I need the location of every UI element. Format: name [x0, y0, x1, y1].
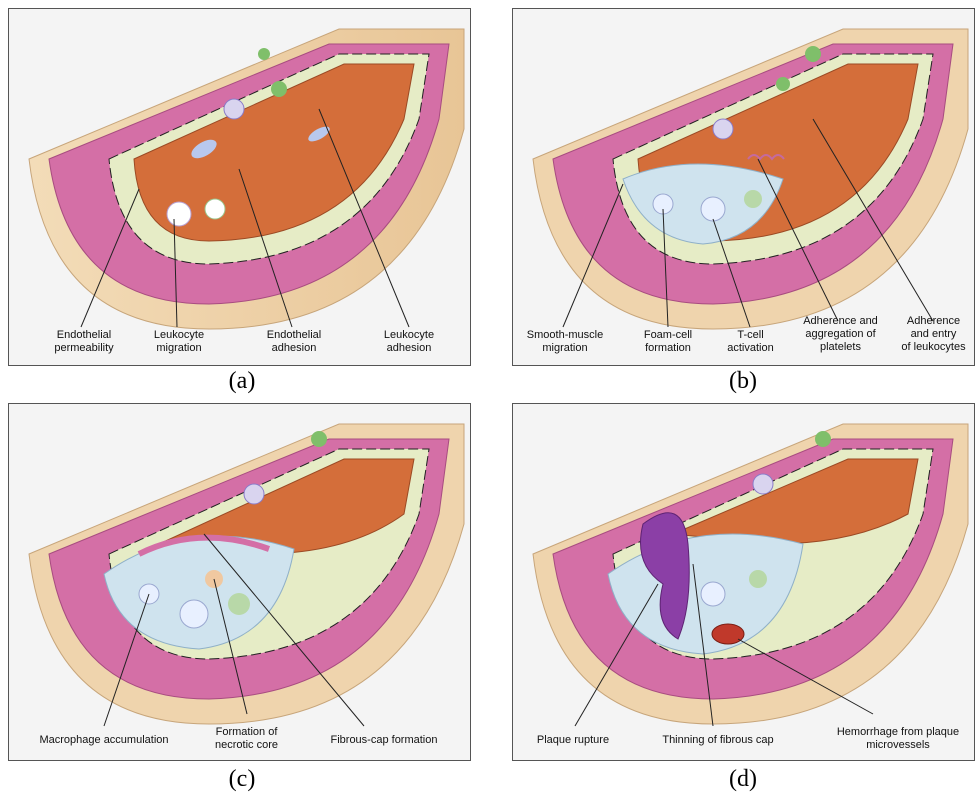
caption-c: (c) — [212, 766, 272, 793]
label-leukocyte-entry: Adherence and entry of leukocytes — [891, 315, 975, 354]
label-endothelial-adhesion: Endothelial adhesion — [249, 329, 339, 355]
label-foam-cell-formation: Foam-cell formation — [628, 329, 708, 355]
artery-illustration-a — [9, 9, 471, 366]
label-hemorrhage-microvessels: Hemorrhage from plaque microvessels — [823, 726, 973, 752]
panel-c: Macrophage accumulation Formation of nec… — [8, 403, 471, 761]
label-endothelial-permeability: Endothelial permeability — [34, 329, 134, 355]
label-leukocyte-migration: Leukocyte migration — [139, 329, 219, 355]
artery-illustration-c — [9, 404, 471, 761]
label-smooth-muscle-migration: Smooth-muscle migration — [515, 329, 615, 355]
caption-b: (b) — [713, 368, 773, 395]
label-platelet-aggregation: Adherence and aggregation of platelets — [793, 315, 888, 354]
label-macrophage-accumulation: Macrophage accumulation — [24, 734, 184, 747]
label-t-cell-activation: T-cell activation — [713, 329, 788, 355]
panel-d: Plaque rupture Thinning of fibrous cap H… — [512, 403, 975, 761]
caption-d: (d) — [713, 766, 773, 793]
label-thinning-fibrous-cap: Thinning of fibrous cap — [643, 734, 793, 747]
panel-a: Endothelial permeability Leukocyte migra… — [8, 8, 471, 366]
label-leukocyte-adhesion: Leukocyte adhesion — [369, 329, 449, 355]
artery-illustration-d — [513, 404, 975, 761]
label-fibrous-cap-formation: Fibrous-cap formation — [309, 734, 459, 747]
label-necrotic-core: Formation of necrotic core — [199, 726, 294, 752]
caption-a: (a) — [212, 368, 272, 395]
panel-b: Smooth-muscle migration Foam-cell format… — [512, 8, 975, 366]
artery-illustration-b — [513, 9, 975, 366]
label-plaque-rupture: Plaque rupture — [523, 734, 623, 747]
